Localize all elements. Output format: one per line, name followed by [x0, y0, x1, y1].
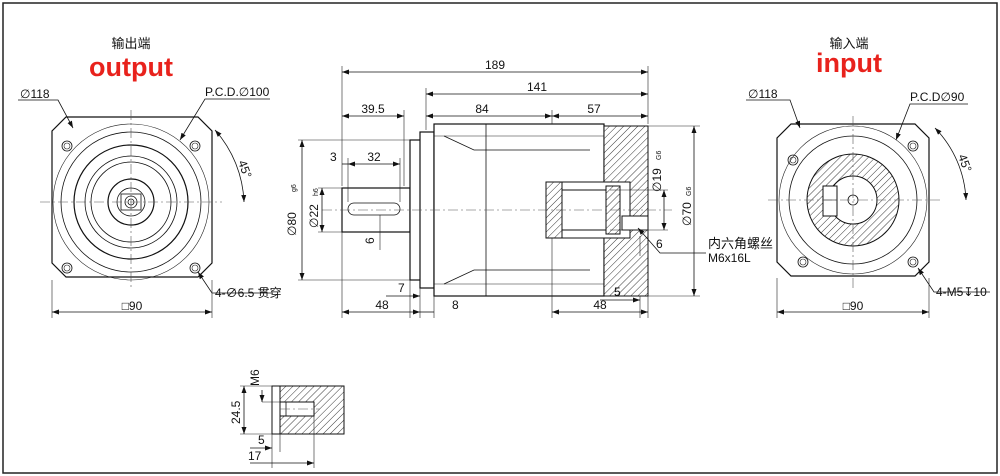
- output-dia-118: ∅118: [20, 87, 50, 101]
- dim-7: 7: [398, 281, 405, 295]
- dim-bore-70-tol: G6: [686, 187, 693, 196]
- screw-note-spec: M6x16L: [708, 251, 751, 265]
- dim-48-left: 48: [375, 298, 389, 312]
- detail-5: 5: [258, 433, 265, 447]
- input-cn-label: 输入端: [829, 36, 868, 52]
- screw-detail-view: M6 24.5 5 17: [229, 369, 345, 468]
- side-section-view: 189 141 39.5 84 57 3 32 ∅80 g6 ∅22 h6 6 …: [285, 58, 773, 318]
- dim-bore-19-tol: G6: [656, 151, 663, 160]
- output-angle: 45°: [235, 158, 254, 180]
- input-mounting-holes: [787, 140, 919, 268]
- hex-screw: [621, 215, 649, 231]
- dim-84: 84: [475, 102, 489, 116]
- input-title: input: [816, 48, 882, 78]
- detail-24-5: 24.5: [229, 400, 243, 424]
- dim-shaft-22: ∅22: [307, 204, 321, 228]
- dim-shaft-22-tol: h6: [313, 188, 320, 196]
- dim-3: 3: [330, 150, 337, 164]
- dim-flange-80: ∅80: [285, 212, 299, 236]
- screw-note-cn: 内六角螺丝: [708, 236, 773, 252]
- dim-overall-189: 189: [485, 58, 505, 72]
- dim-32: 32: [367, 150, 381, 164]
- dim-6-right: 6: [656, 237, 663, 251]
- input-end-view: 输入端 input ∅118 P.C.D∅90 45° 4-M5↧10: [746, 36, 990, 318]
- input-clamp-slot: [822, 185, 838, 217]
- output-end-view: 输出端 output ∅118 P.C.D.∅100 45°: [18, 36, 282, 318]
- dim-48-right: 48: [593, 298, 607, 312]
- input-dia-118: ∅118: [748, 87, 778, 101]
- input-pcd: P.C.D∅90: [910, 90, 965, 104]
- output-mounting-holes: [61, 140, 201, 274]
- dim-39-5: 39.5: [361, 102, 385, 116]
- input-square-90: □90: [843, 299, 864, 313]
- shaft-keyway: [347, 202, 401, 216]
- input-angle: 45°: [955, 152, 974, 174]
- dim-body-141: 141: [527, 80, 547, 94]
- dim-flange-80-tol: g6: [291, 184, 298, 192]
- dim-8: 8: [452, 298, 459, 312]
- dim-5: 5: [614, 285, 621, 299]
- output-cn-label: 输出端: [111, 36, 150, 52]
- dim-bore-19: ∅19: [650, 168, 664, 192]
- output-title: output: [89, 52, 173, 82]
- dim-57: 57: [587, 102, 601, 116]
- output-square-90: □90: [122, 299, 143, 313]
- dim-bore-70: ∅70: [680, 202, 694, 226]
- output-pcd: P.C.D.∅100: [205, 85, 270, 99]
- dim-key-6: 6: [363, 237, 377, 244]
- input-holes-note: 4-M5↧10: [936, 285, 987, 299]
- output-holes-note: 4-∅6.5 贯穿: [215, 285, 282, 300]
- detail-17: 17: [248, 449, 262, 463]
- detail-m6: M6: [248, 369, 262, 386]
